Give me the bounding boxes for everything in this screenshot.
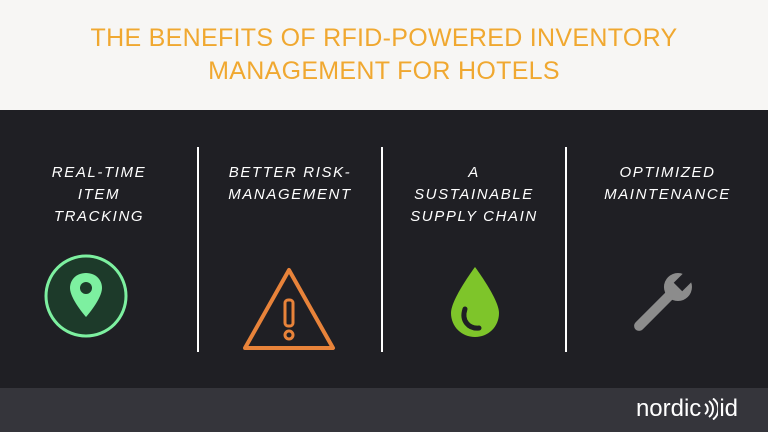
benefits-panel: REAL-TIME ITEM TRACKING BETTER RISK- MAN… (0, 110, 768, 388)
location-pin-icon (44, 254, 128, 338)
benefit-label: A SUSTAINABLE SUPPLY CHAIN (410, 164, 538, 225)
benefit-column-maintenance: OPTIMIZED MAINTENANCE (567, 110, 768, 388)
divider (197, 147, 199, 352)
logo-text-nordic: nordic (635, 395, 702, 422)
benefit-column-sustainable: A SUSTAINABLE SUPPLY CHAIN (383, 110, 565, 388)
benefit-label: OPTIMIZED MAINTENANCE (604, 164, 731, 203)
divider (565, 147, 567, 352)
water-drop-icon (451, 267, 499, 337)
page-title: THE BENEFITS OF RFID-POWERED INVENTORY M… (90, 24, 678, 85)
warning-icon (243, 268, 335, 350)
footer: nordic id (0, 388, 768, 432)
benefit-label: BETTER RISK- MANAGEMENT (228, 164, 352, 203)
nordic-id-logo: nordic id (636, 394, 738, 424)
header: THE BENEFITS OF RFID-POWERED INVENTORY M… (0, 0, 768, 110)
benefit-column-risk: BETTER RISK- MANAGEMENT (199, 110, 381, 388)
logo-text-id: id (719, 395, 738, 422)
divider (381, 147, 383, 352)
wrench-icon (634, 271, 694, 331)
signal-waves-icon (704, 398, 719, 420)
benefit-column-tracking: REAL-TIME ITEM TRACKING (0, 110, 198, 388)
benefit-label: REAL-TIME ITEM TRACKING (51, 164, 147, 225)
